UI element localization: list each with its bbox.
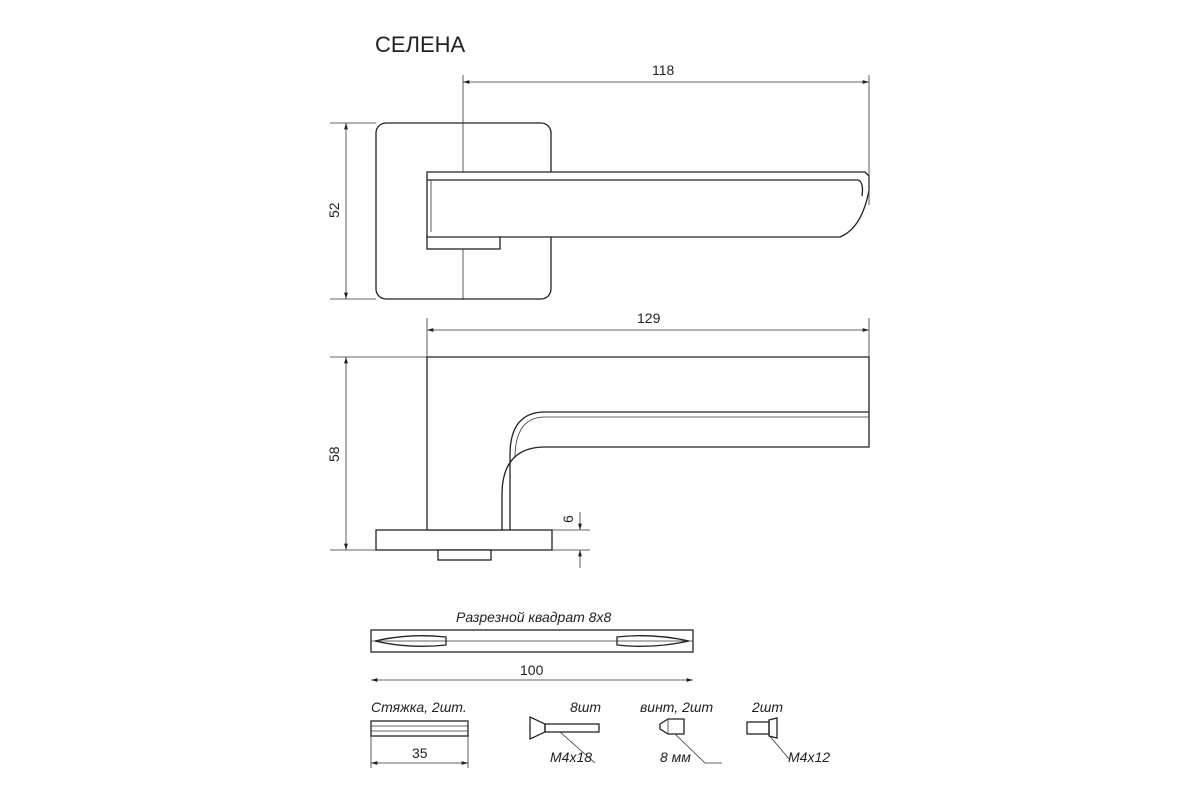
screw-part: винт, 2шт 8 мм <box>640 699 722 765</box>
side-lever-groove <box>509 411 869 530</box>
tie-body <box>370 720 469 737</box>
bolt-qty: 8шт <box>570 699 601 715</box>
tie-rod-part: Стяжка, 2шт. 35 <box>370 699 469 768</box>
bolt-head <box>529 715 546 741</box>
side-view: 129 58 6 <box>326 310 870 568</box>
bolt-leader <box>559 731 596 764</box>
nut-body <box>746 721 770 735</box>
nut-flange <box>768 717 778 739</box>
bolt-part: 8шт М4х18 <box>529 699 601 765</box>
nut-size: М4х12 <box>788 749 830 765</box>
dim-100-label: 100 <box>520 662 544 678</box>
screw-size: 8 мм <box>660 749 691 765</box>
dim-58-label: 58 <box>326 446 342 462</box>
screw-label: винт, 2шт <box>640 699 713 715</box>
spindle-slot-right <box>616 635 690 647</box>
tie-label: Стяжка, 2шт. <box>371 699 467 715</box>
nut-part: 2шт М4х12 <box>746 699 830 765</box>
dim-118-label: 118 <box>652 62 675 78</box>
side-spindle-stub <box>437 549 492 561</box>
nut-leader <box>767 733 791 761</box>
top-lever-bevel <box>857 179 864 197</box>
side-lever-groove-2 <box>514 416 869 459</box>
dim-6-label: 6 <box>560 515 576 523</box>
spindle-label: Разрезной квадрат 8х8 <box>456 609 611 625</box>
side-lever-body <box>426 356 870 531</box>
top-lever-body <box>426 171 870 238</box>
dim-129-label: 129 <box>637 310 661 326</box>
nut-qty: 2шт <box>751 699 783 715</box>
dim-52-label: 52 <box>326 202 342 218</box>
side-rose <box>375 529 553 551</box>
bolt-size: М4х18 <box>550 749 592 765</box>
spindle-slot-left <box>374 635 447 647</box>
dim-35-label: 35 <box>412 745 428 761</box>
bolt-shank <box>544 723 600 733</box>
spindle-part: Разрезной квадрат 8х8 100 <box>370 609 694 682</box>
top-view: 118 52 <box>326 62 870 300</box>
screw-leader <box>674 733 706 764</box>
product-title: СЕЛЕНА <box>375 32 466 57</box>
screw-body <box>659 718 685 735</box>
